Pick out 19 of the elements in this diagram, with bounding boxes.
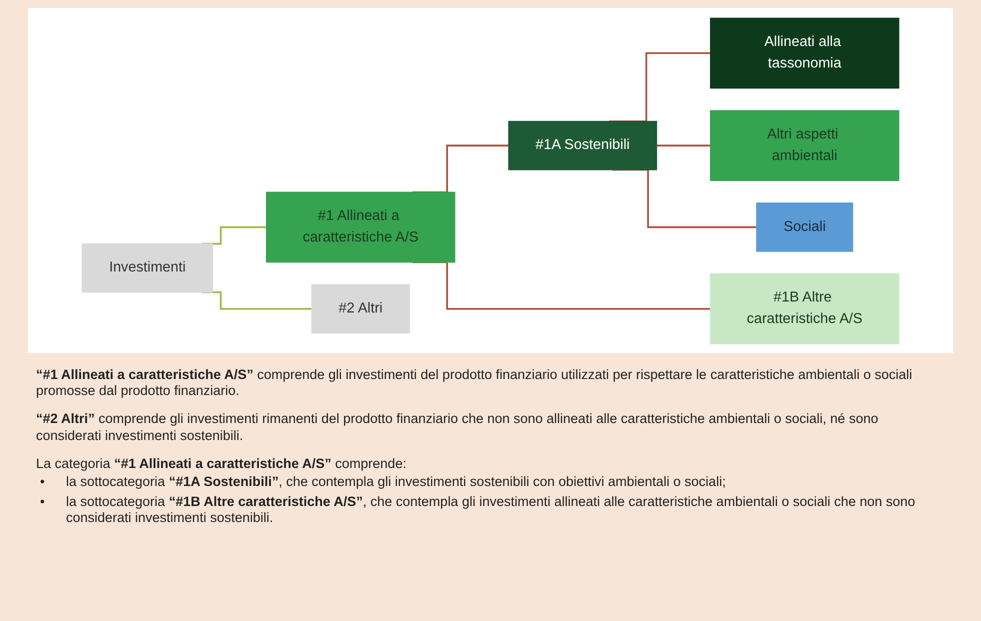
bullet-mark: • [39, 474, 46, 490]
description-paragraph: “#2 Altri” comprende gli investimenti rimanenti del prodotto finanziario che non sono allineati alle caratteristiche ambientali o sociali, né sono considerati investimenti sostenibili. [36, 411, 880, 444]
description-paragraph: “#1 Allineati a caratteristiche A/S” comprende gli investimenti del prodotto finanziario utilizzati per rispettare le caratteristiche ambientali o sociali promosse dal prodotto finanziario. [36, 367, 914, 400]
connector [612, 168, 757, 228]
node-box: #2 Altri [311, 284, 410, 333]
node-box: Altri aspetti ambientali [710, 110, 900, 180]
node-box: Sociali [756, 202, 854, 252]
bullet-text: la sottocategoria “#1A Sostenibili”, che contempla gli investimenti sostenibili con obiettivi ambientali o sociali; [66, 474, 726, 490]
connector [656, 144, 710, 146]
description-paragraph: La categoria “#1 Allineati a caratteristiche A/S” comprende: [36, 456, 408, 472]
node-box: #1A Sostenibili [508, 120, 658, 170]
bullet-mark: • [39, 494, 46, 512]
node-box: Investimenti [82, 242, 214, 292]
bullet-text: la sottocategoria “#1B Altre caratteristiche A/S”, che contempla gli investimenti allineati alle caratteristiche ambientali o sociali che non sono considerati investimenti sostenibili. [66, 494, 916, 526]
connector [412, 260, 710, 310]
connector [202, 290, 312, 310]
node-box: Allineati alla tassonomia [710, 17, 900, 88]
node-box: #1B Altre caratteristiche A/S [710, 272, 900, 344]
node-box: #1 Allineati a caratteristiche A/S [266, 191, 456, 262]
